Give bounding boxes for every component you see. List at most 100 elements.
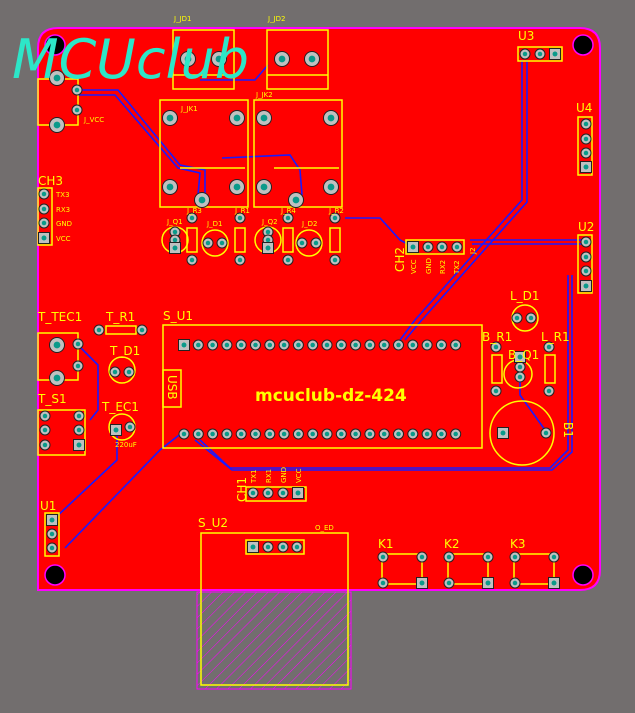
- pad-hole: [410, 342, 416, 348]
- label-u1: U1: [40, 499, 56, 513]
- pad-hole: [267, 342, 273, 348]
- pad-hole: [49, 531, 55, 537]
- pad-hole: [198, 196, 206, 204]
- pad-hole: [53, 374, 61, 382]
- pad-hole: [517, 374, 523, 380]
- label-ch1: CH1: [235, 477, 249, 502]
- pad-hole: [485, 580, 491, 586]
- pad-hole: [285, 215, 291, 221]
- pad-hole: [324, 342, 330, 348]
- pad-hole: [296, 431, 301, 437]
- label-t-r1: T_R1: [105, 310, 135, 324]
- pad-hole: [96, 327, 102, 333]
- pad-hole: [552, 51, 558, 57]
- pad-hole: [76, 427, 82, 433]
- label-l-r1: L_R1: [541, 330, 570, 344]
- pad-hole: [139, 327, 145, 333]
- label-l-d1: L_D1: [510, 289, 540, 303]
- pad-hole: [454, 244, 460, 250]
- pad-hole: [453, 342, 458, 348]
- pad-hole: [543, 430, 549, 436]
- pad-hole: [353, 342, 358, 348]
- pad-hole: [265, 490, 271, 496]
- ch2-pin-4: TX2: [453, 260, 461, 275]
- pad-hole: [233, 114, 241, 122]
- board-label: mcuclub-dz-424: [255, 386, 407, 406]
- pad-hole: [166, 183, 174, 191]
- ch3-pin-1: TX3: [55, 191, 70, 199]
- label-ch2: CH2: [393, 247, 407, 272]
- pad-hole: [517, 354, 523, 360]
- pad-hole: [493, 344, 499, 350]
- pad-hole: [546, 344, 552, 350]
- pad-hole: [381, 342, 387, 348]
- pad-hole: [172, 229, 178, 235]
- pad-hole: [196, 431, 201, 437]
- pad-hole: [295, 490, 301, 496]
- pad-hole: [485, 554, 491, 560]
- pad-hole: [381, 431, 387, 437]
- ch3-pin-3: GND: [56, 220, 72, 228]
- pad-hole: [522, 51, 528, 57]
- pad-hole: [253, 431, 258, 437]
- pad-hole: [512, 580, 518, 586]
- pad-hole: [260, 114, 268, 122]
- pads: [38, 48, 592, 589]
- pad-hole: [367, 342, 373, 348]
- label-t-tec1: T_TEC1: [37, 310, 82, 324]
- pad-hole: [250, 544, 256, 550]
- label-j-jd1: J_JD1: [173, 15, 191, 23]
- label-u4: U4: [576, 101, 592, 115]
- pad-hole: [380, 554, 386, 560]
- pad-hole: [324, 431, 330, 437]
- pad-hole: [424, 342, 430, 348]
- pad-hole: [42, 442, 48, 448]
- pad-hole: [512, 554, 518, 560]
- label-j-d1: J_D1: [206, 220, 222, 228]
- pad-hole: [353, 431, 358, 437]
- logo-text: MCUclub: [12, 28, 249, 91]
- ch2-pin-1: VCC: [410, 259, 418, 274]
- pad-hole: [250, 490, 256, 496]
- label-b1: B1: [561, 422, 575, 438]
- label-ch3: CH3: [38, 174, 63, 188]
- pad-hole: [42, 427, 48, 433]
- pad-hole: [299, 240, 305, 246]
- pad-hole: [41, 206, 47, 212]
- pad-hole: [546, 388, 552, 394]
- pad-hole: [215, 55, 223, 63]
- pad-hole: [53, 341, 61, 349]
- pad-hole: [237, 257, 243, 263]
- pad-hole: [76, 442, 82, 448]
- label-j-r4: J_R4: [280, 207, 296, 215]
- pad-hole: [253, 342, 258, 348]
- pad-hole: [528, 315, 534, 321]
- label-j-jk1: J_JK1: [180, 105, 198, 113]
- pad-hole: [127, 424, 133, 430]
- pad-hole: [267, 431, 273, 437]
- label-oled: O_ED: [315, 524, 334, 532]
- label-j-r1: J_R1: [234, 207, 250, 215]
- pad-hole: [126, 369, 132, 375]
- pad-hole: [278, 55, 286, 63]
- pad-hole: [260, 183, 268, 191]
- pad-hole: [583, 121, 589, 127]
- pad-hole: [446, 580, 452, 586]
- pad-hole: [410, 431, 416, 437]
- label-j-d2: J_D2: [301, 220, 317, 228]
- pad-hole: [181, 431, 187, 437]
- pad-hole: [339, 431, 344, 437]
- oled-keepout-area: [196, 591, 352, 690]
- pad-hole: [537, 51, 543, 57]
- label-t-s1: T_S1: [37, 392, 67, 406]
- pad-hole: [439, 342, 444, 348]
- pad-hole: [453, 431, 458, 437]
- label-s-u1: S_U1: [163, 309, 193, 323]
- pad-hole: [219, 240, 225, 246]
- pad-hole: [294, 544, 300, 550]
- pad-hole: [265, 229, 271, 235]
- pad-hole: [332, 215, 338, 221]
- pad-hole: [49, 545, 55, 551]
- pad-hole: [396, 431, 401, 437]
- pad-hole: [184, 55, 192, 63]
